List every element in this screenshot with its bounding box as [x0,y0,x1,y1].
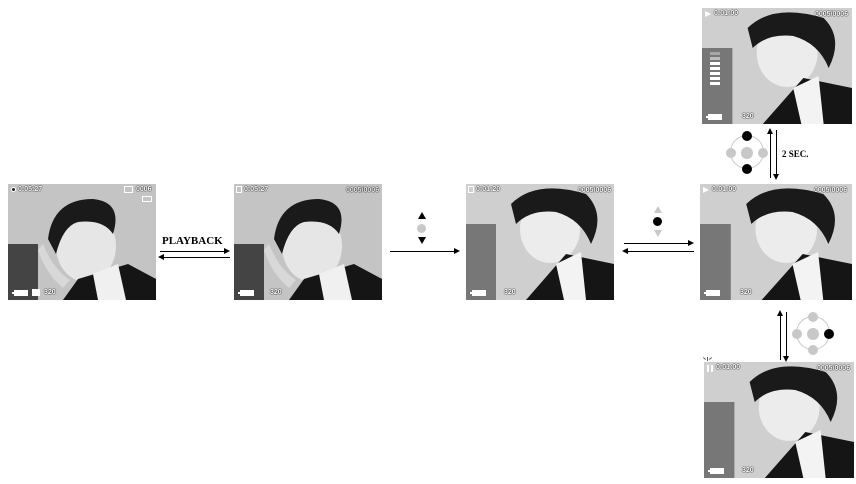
pad-right-dot [758,148,768,158]
time-display: 0:05:27 [244,186,269,193]
up-button-icon [652,206,664,240]
screen-playback: 0:05:27 0005/0006 320 [234,184,382,300]
battery-icon [470,290,486,296]
film-icon [236,186,242,193]
arrow-head-right [688,240,694,246]
arrow-head-down [773,174,779,180]
file-counter: 0005/0006 [815,11,849,18]
portrait-photo [704,362,854,478]
battery-icon [704,290,720,296]
arrow-to-select [390,251,458,252]
nav-pad-icon [726,131,768,175]
arrow-head-right [224,248,230,254]
up-triangle-icon [654,206,662,213]
playback-label: PLAYBACK [162,235,223,247]
up-down-buttons-icon [416,212,428,246]
camera-mode-icon [32,289,40,296]
file-counter: 0005/0006 [578,187,612,194]
battery-icon [706,114,722,120]
pad-right-dot [824,329,834,339]
screen-pause: 0:01:00 0005/0006 320 [704,362,854,478]
arrow-back-to-select [626,251,694,252]
volume-bar-icon [710,52,720,90]
portrait-photo [234,184,382,300]
blink-indicator-icon [703,357,713,365]
arrow-to-playback [160,251,228,252]
screen-playing: 0:01:00 0005/0006 320 [700,184,852,300]
arrow-up-to-volume [770,132,771,178]
file-counter: 0005/0006 [346,187,380,194]
portrait-photo [466,184,614,300]
screen-volume: 0:01:00 0005/0006 320 [702,8,852,124]
pad-down-dot [742,164,752,174]
arrow-head-right [454,248,460,254]
quality-icon [142,196,152,202]
battery-icon [12,290,28,296]
file-counter: 0005/0006 [814,187,848,194]
file-counter: 0005/0006 [817,365,851,372]
center-dot-icon [417,224,426,233]
pad-left-dot [726,148,736,158]
two-seconds-label: 2 SEC. [782,149,809,159]
arrow-down-to-pause [786,312,787,358]
arrow-to-playing [624,243,692,244]
pad-down-dot [808,345,818,355]
portrait-photo [702,8,852,124]
arrow-head-down [783,356,789,362]
mode-icon [124,186,133,193]
play-icon [703,187,709,193]
pause-icon [707,365,713,372]
up-triangle-icon [418,212,426,219]
resolution-label: 320 [742,113,754,120]
resolution-label: 320 [742,467,754,474]
battery-icon [708,468,724,474]
resolution-label: 320 [270,289,282,296]
resolution-label: 320 [504,289,516,296]
down-triangle-icon [654,230,662,237]
resolution-label: 320 [44,289,56,296]
nav-pad-icon [792,312,834,356]
down-triangle-icon [418,237,426,244]
image-count: 0006 [136,186,152,193]
arrow-back-from-playback [162,257,230,258]
arrow-down-to-playing [776,130,777,176]
pad-up-dot [808,312,818,322]
arrow-head-left [622,248,628,254]
pad-center-dot [741,147,753,159]
screen-select: 0:01:20 0005/0006 320 [466,184,614,300]
time-display: 0:05:27 [18,186,43,193]
arrow-head-up [767,128,773,134]
film-icon [468,186,474,193]
play-icon [705,11,711,17]
portrait-photo [700,184,852,300]
arrow-up-to-playing [780,314,781,360]
battery-icon [238,290,254,296]
resolution-label: 320 [740,289,752,296]
pad-up-dot [742,131,752,141]
time-display: 0:01:20 [476,186,501,193]
center-dot-icon [653,217,662,226]
portrait-photo [8,184,156,300]
time-display: 0:01:00 [714,10,739,17]
arrow-head-left [158,254,164,260]
pad-center-dot [807,328,819,340]
time-display: 0:01:00 [712,186,737,193]
screen-capture: 0:05:27 0006 320 [8,184,156,300]
arrow-head-up [777,310,783,316]
record-dot-icon [11,187,16,192]
pad-left-dot [792,329,802,339]
time-display: 0:01:00 [716,364,741,371]
